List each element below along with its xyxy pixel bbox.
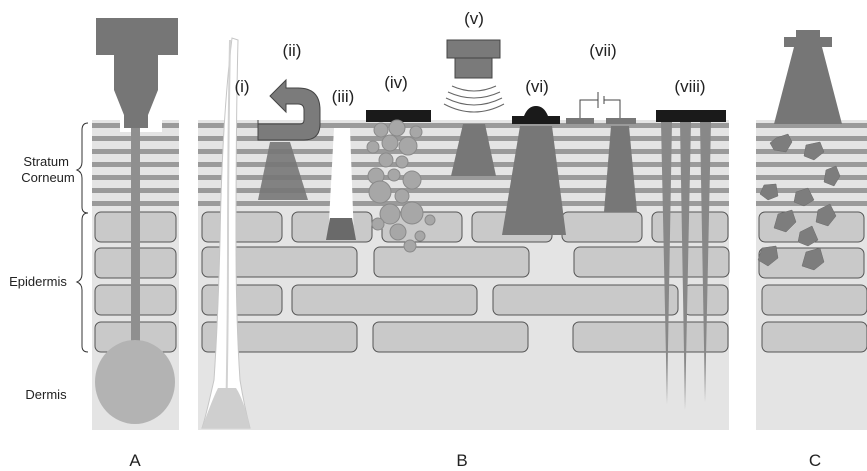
- method-vii-circuit-icon: [579, 92, 621, 118]
- stratum-corneum-label: Stratum Corneum: [21, 154, 74, 185]
- method-iii-deposit: [326, 218, 356, 240]
- method-ii-arrow-icon: [257, 78, 321, 141]
- method-viii-needles: [661, 122, 711, 410]
- method-v-label: (v): [464, 9, 484, 28]
- method-vii-electrode-left: [566, 118, 594, 124]
- method-vii-label: (vii): [589, 41, 616, 60]
- method-i-follicle: [201, 37, 251, 429]
- panel-a-injector: [96, 18, 178, 128]
- method-viii-patch: [656, 110, 726, 122]
- epidermis-label: Epidermis: [9, 274, 67, 289]
- panel-c-label: C: [809, 451, 821, 470]
- method-ii-permeation: [258, 142, 308, 200]
- method-v-waves-icon: [443, 85, 505, 113]
- panel-c-particles: [757, 133, 841, 271]
- method-v-permeation: [451, 124, 496, 176]
- layer-labels: Stratum Corneum Epidermis Dermis: [9, 122, 89, 402]
- dermis-label: Dermis: [25, 387, 67, 402]
- method-ii-label: (ii): [283, 41, 302, 60]
- panel-a: A: [92, 18, 179, 470]
- epidermis-brace: [75, 212, 89, 353]
- panel-b-label: B: [456, 451, 467, 470]
- panel-b: (i) (ii) (iii): [198, 9, 730, 470]
- stratum-corneum-brace: [75, 122, 89, 214]
- panel-a-bulb: [95, 340, 175, 424]
- method-iv-patch: [366, 110, 431, 122]
- method-iii-needle: [328, 128, 354, 240]
- method-vii-electrode-right: [606, 118, 636, 124]
- panel-c: C: [756, 30, 867, 470]
- method-i-label: (i): [234, 77, 249, 96]
- method-iv-label: (iv): [384, 73, 408, 92]
- method-iv-bubbles: [366, 119, 436, 253]
- method-vi-dome: [512, 106, 560, 124]
- method-viii-label: (viii): [674, 77, 705, 96]
- method-v-transducer: [446, 39, 501, 79]
- method-vii-permeation: [604, 126, 637, 212]
- method-iii-label: (iii): [332, 87, 355, 106]
- method-vi-permeation: [502, 126, 566, 235]
- method-vi-label: (vi): [525, 77, 549, 96]
- panel-a-label: A: [129, 451, 141, 470]
- panel-a-shaft: [131, 128, 140, 358]
- panel-c-injector: [774, 30, 842, 124]
